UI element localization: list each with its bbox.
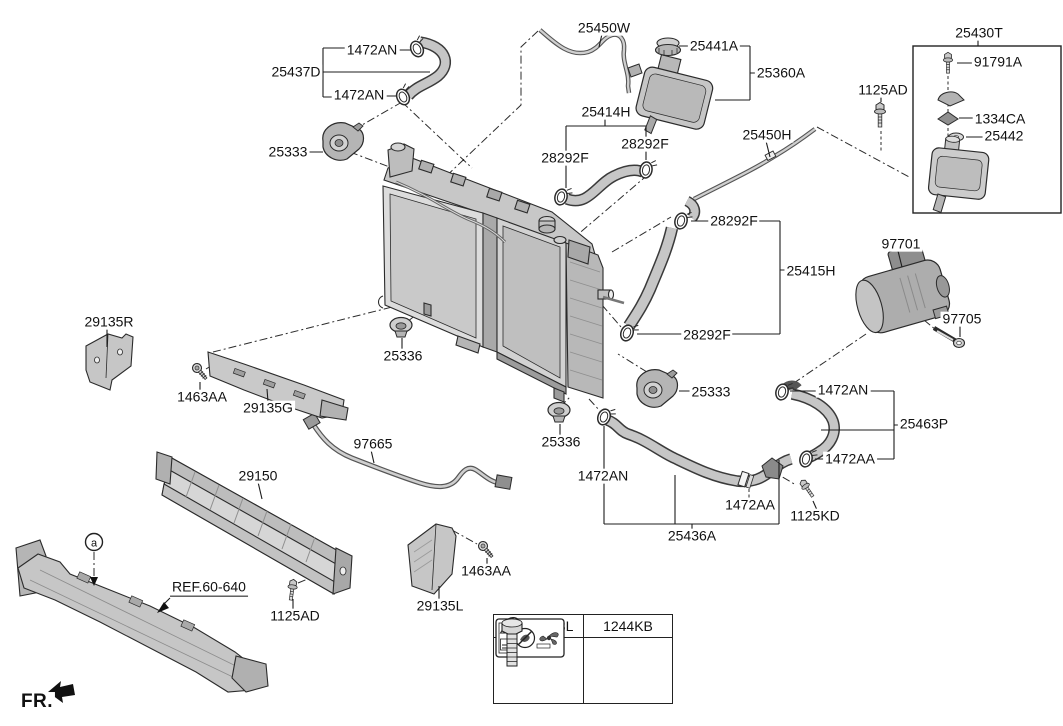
callout-1472AN-3: 1472AN (815, 381, 871, 398)
callout-25415H: 25415H (784, 262, 838, 279)
radiator-assembly-illustration (377, 142, 625, 403)
callout-1472AN-2: 1472AN (331, 86, 387, 103)
grommet-25336-icon (389, 316, 413, 338)
front-direction-label: FR. (18, 691, 56, 713)
screw-1463AA-icon (476, 539, 496, 561)
hose-25436A (604, 414, 793, 489)
bolt-1125AD-icon (285, 578, 299, 602)
callout-25450H: 25450H (740, 126, 794, 143)
callout-25336-2: 25336 (539, 433, 583, 450)
air-duct-29150 (155, 451, 353, 595)
callout-25333-2: 25333 (689, 383, 733, 400)
callout-25442: 25442 (982, 127, 1026, 144)
callout-25450W: 25450W (575, 19, 633, 36)
callout-25414H: 25414H (579, 103, 633, 120)
callout-25336-1: 25336 (381, 347, 425, 364)
callout-25441A: 25441A (687, 37, 741, 54)
callout-25430T: 25430T (953, 24, 1005, 41)
clamp-28292F-icon (637, 157, 659, 181)
marker-arrowhead (90, 577, 98, 586)
grommet-25336-icon (547, 401, 571, 423)
callout-1334CA: 1334CA (972, 110, 1028, 127)
hose-25414H (564, 164, 646, 207)
callout-25333-1: 25333 (266, 143, 310, 160)
hose-25450W (538, 28, 632, 94)
callout-28292F-4: 28292F (681, 326, 733, 343)
reservoir-tank-illustration (627, 37, 714, 135)
hose-25437D (403, 36, 452, 100)
sub-reservoir-box (912, 45, 1062, 214)
fr-arrow-icon (48, 681, 75, 703)
leader-lines (106, 33, 985, 610)
callout-1463AA-1: 1463AA (175, 388, 229, 405)
bolt-1244KB-icon (501, 617, 523, 667)
svg-text:a: a (91, 538, 98, 550)
callout-1472AN-1: 1472AN (344, 41, 400, 58)
bolt-1125AD-icon (874, 102, 886, 128)
callout-91791A: 91791A (971, 53, 1025, 70)
callout-1125KD: 1125KD (788, 507, 842, 524)
ref-arrowhead (157, 602, 169, 613)
tube-25450H (692, 127, 817, 201)
callout-28292F-1: 28292F (539, 149, 591, 166)
callout-28292F-3: 28292F (708, 212, 760, 229)
bolt-91791A-icon (942, 51, 954, 74)
screw-1463AA-icon (190, 361, 210, 383)
callout-1472AA-2: 1472AA (723, 496, 777, 513)
bracket-29135L (407, 523, 457, 595)
hose-25415H (623, 196, 701, 330)
callout-97701: 97701 (879, 235, 923, 252)
pipe-97665 (302, 412, 513, 490)
bolt-cell (501, 617, 672, 703)
callout-97705: 97705 (940, 310, 984, 327)
detail-parts-table: a 25388L 1244KB (493, 614, 673, 704)
callout-1472AN-4: 1472AN (575, 467, 631, 484)
bolt-97705-icon (932, 326, 966, 349)
callout-29135L: 29135L (414, 597, 466, 614)
insulator-25333-icon (636, 369, 679, 408)
callout-25436A: 25436A (665, 527, 719, 544)
bolt-1125KD-icon (797, 477, 817, 500)
reference-label: REF.60-640 (170, 578, 248, 597)
compressor-illustration (855, 243, 951, 334)
callout-29135G: 29135G (241, 399, 295, 416)
callout-25437D: 25437D (269, 63, 323, 80)
callout-1125AD-1: 1125AD (856, 81, 910, 98)
callout-25463P: 25463P (897, 415, 951, 432)
crossmember-illustration (15, 539, 269, 693)
callout-28292F-2: 28292F (619, 135, 671, 152)
bracket-29135G (207, 351, 349, 421)
bracket-29135R (85, 333, 134, 391)
callout-1463AA-2: 1463AA (459, 562, 513, 579)
table-header-right: 1244KB (584, 615, 672, 638)
callout-97665: 97665 (351, 435, 395, 452)
part-number-1244KB: 1244KB (603, 618, 653, 634)
callout-1472AA-1: 1472AA (823, 450, 877, 467)
callout-29150: 29150 (236, 467, 280, 484)
callout-1125AD-2: 1125AD (268, 607, 322, 624)
callout-29135R: 29135R (82, 313, 136, 330)
callout-25360A: 25360A (754, 64, 808, 81)
detail-marker-a: a (84, 532, 104, 552)
